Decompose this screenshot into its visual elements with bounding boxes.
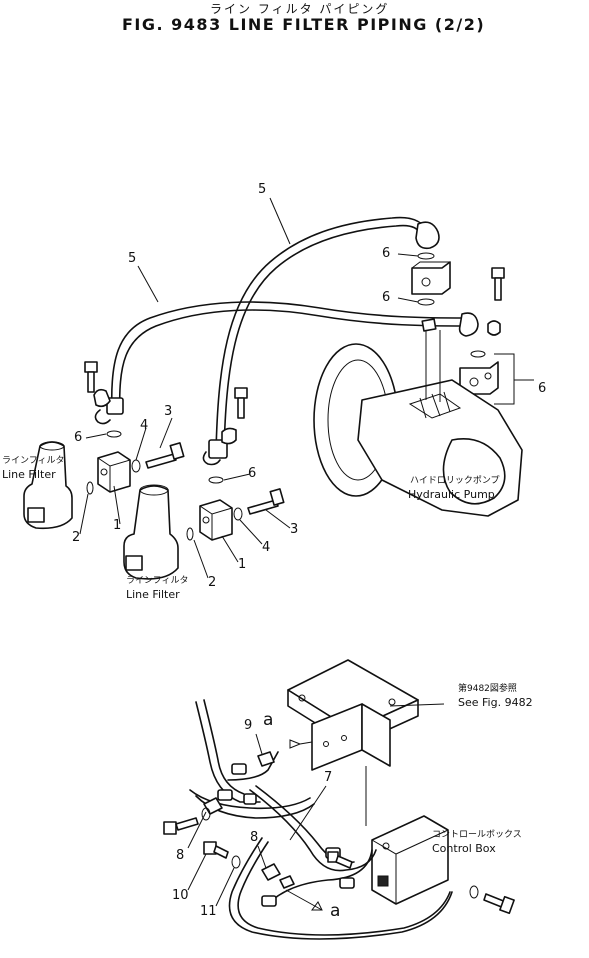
label-control-box: Control Box xyxy=(432,842,496,855)
label-line-filter-left-jp: ラインフィルタ xyxy=(2,456,65,466)
callout-6-top1: 6 xyxy=(382,246,391,261)
control-box xyxy=(371,815,449,905)
o-ring-6-center xyxy=(208,476,224,484)
washer-bottom-left xyxy=(201,807,211,821)
bolt-near-box xyxy=(327,851,353,869)
connector-2 xyxy=(217,789,233,801)
bolt-10 xyxy=(203,841,229,859)
top-leader-lines xyxy=(79,197,419,579)
label-hydraulic-pump-jp: ハイドロリックポンプ xyxy=(410,476,500,486)
label-control-box-jp: コントロールボックス xyxy=(432,830,522,840)
label-line-filter-center-jp: ラインフィルタ xyxy=(126,576,189,586)
callout-5-lower-hose: 5 xyxy=(128,251,137,266)
hose-5-upper xyxy=(215,216,440,453)
block-fitting-center xyxy=(199,499,233,541)
elbow-fitting-right xyxy=(487,320,501,336)
o-ring-pump-a xyxy=(470,350,486,358)
callout-3-center: 3 xyxy=(290,522,299,537)
callout-2-center: 2 xyxy=(208,575,217,590)
label-hydraulic-pump: Hydraulic Pump xyxy=(408,488,495,501)
connector-1 xyxy=(231,763,247,775)
callout-3-left: 3 xyxy=(164,404,173,419)
callout-8-center: 8 xyxy=(250,830,259,845)
bolt-vertical-center xyxy=(234,387,248,419)
line-filter-center xyxy=(123,484,179,580)
callout-6-pump: 6 xyxy=(538,381,547,396)
callout-11: 11 xyxy=(200,904,217,919)
bottom-leader-lines xyxy=(187,733,327,907)
washer-4-left xyxy=(131,459,141,473)
label-line-filter-center: Line Filter xyxy=(126,588,180,601)
bolt-vertical-left xyxy=(84,361,98,393)
o-ring-6-left xyxy=(106,430,122,438)
block-fitting-top xyxy=(411,261,451,295)
callout-8-left: 8 xyxy=(176,848,185,863)
label-see-fig: See Fig. 9482 xyxy=(458,696,533,709)
callout-6-top2: 6 xyxy=(382,290,391,305)
callout-1-center: 1 xyxy=(238,557,247,572)
mounting-bracket xyxy=(311,703,391,771)
callout-6-left: 6 xyxy=(74,430,83,445)
callout-a-bottom: a xyxy=(330,901,341,921)
ref-a-arrow xyxy=(285,889,323,911)
bolt-control-box xyxy=(469,885,515,915)
callout-9: 9 xyxy=(244,718,253,733)
block-fitting-left xyxy=(97,451,131,493)
connector-6 xyxy=(243,793,257,805)
block-fitting-pump xyxy=(459,361,499,395)
callout-4-left: 4 xyxy=(140,418,149,433)
clamp-extra xyxy=(279,875,295,889)
callout-2-left: 2 xyxy=(72,530,81,545)
callout-bracket-pump xyxy=(494,353,534,405)
hose-5-lower xyxy=(110,301,479,413)
hose-fitting-center xyxy=(202,439,228,466)
bolt-3-left xyxy=(145,442,185,469)
bracket-arrow xyxy=(289,739,313,749)
callout-10: 10 xyxy=(172,888,189,903)
washer-4-center xyxy=(233,507,243,521)
connector-5 xyxy=(261,895,277,907)
see-fig-leader xyxy=(389,703,445,707)
o-ring-top1 xyxy=(417,252,435,260)
bolt-3-center xyxy=(247,488,285,515)
figure-title-japanese: ライン フィルタ パイピング xyxy=(210,2,390,16)
callout-6-center: 6 xyxy=(248,466,257,481)
label-line-filter-left: Line Filter xyxy=(2,468,56,481)
callout-5-upper-hose: 5 xyxy=(258,182,267,197)
callout-1-left: 1 xyxy=(113,518,122,533)
elbow-fitting-top xyxy=(93,388,111,408)
figure-title: FIG. 9483 LINE FILTER PIPING (2/2) xyxy=(122,15,486,34)
callout-a-top: a xyxy=(263,710,274,730)
elbow-fitting-mid xyxy=(221,427,237,445)
line-filter-left xyxy=(23,441,73,530)
bolt-vertical-right xyxy=(491,267,505,301)
seal-2-center xyxy=(186,527,194,541)
hose-fitting-left xyxy=(94,397,124,425)
callout-7: 7 xyxy=(324,770,333,785)
connector-4 xyxy=(339,877,355,889)
hydraulic-pump xyxy=(313,330,523,517)
callout-4-center: 4 xyxy=(262,540,271,555)
clip-9 xyxy=(257,751,275,767)
label-see-fig-jp: 第9482図参照 xyxy=(458,684,517,694)
seal-2-left xyxy=(86,481,94,495)
o-ring-top2 xyxy=(417,298,435,306)
wiring-harness xyxy=(189,699,453,940)
washer-11 xyxy=(231,855,241,869)
bolt-bottom-left xyxy=(163,817,199,835)
clamp-8-center xyxy=(261,863,281,881)
